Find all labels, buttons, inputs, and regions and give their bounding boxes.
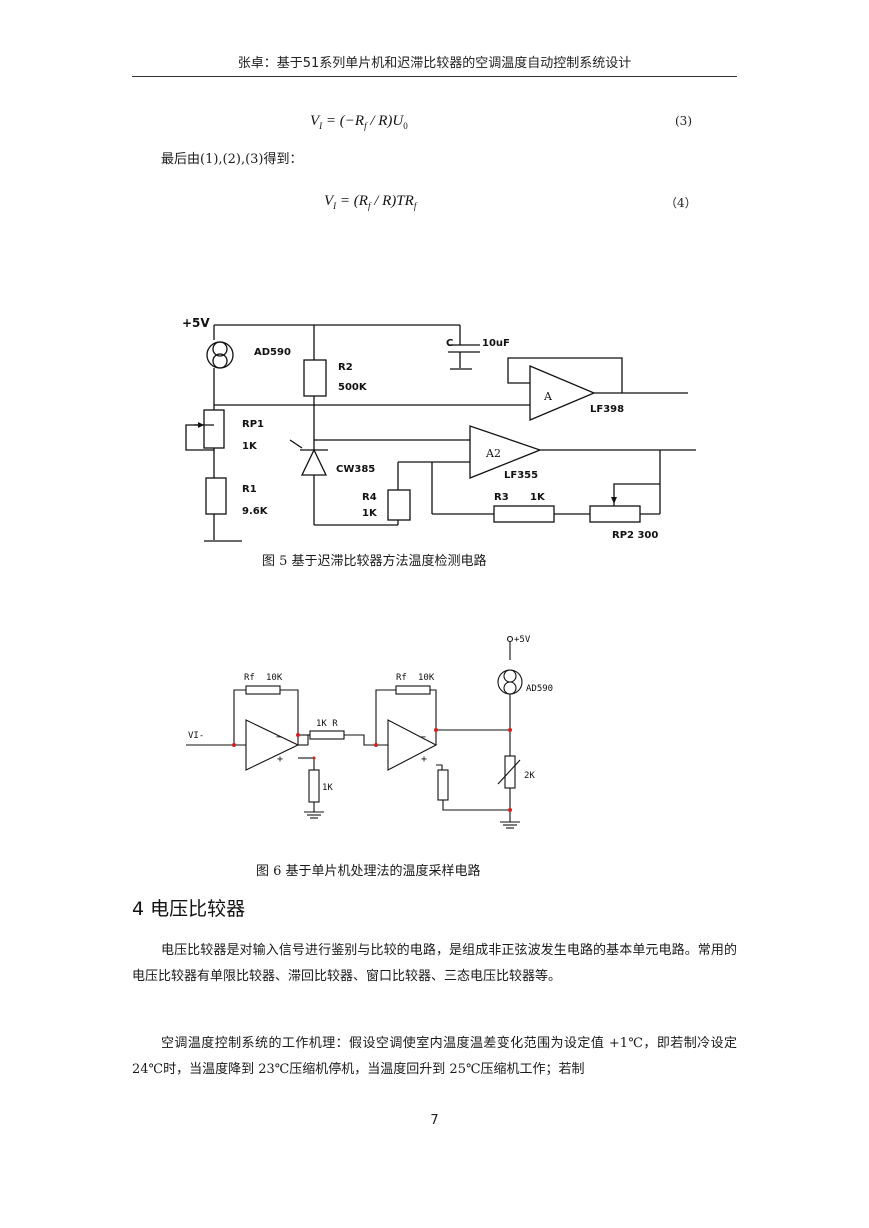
fig5-label-cap-value: 10uF bbox=[482, 338, 510, 349]
figure5-circuit: +5V AD590 RP1 1K R1 9.6K R2 500K C 10uF … bbox=[182, 316, 696, 542]
equation-4-number: （4） bbox=[665, 196, 697, 210]
fig5-label-r1-value: 9.6K bbox=[242, 506, 269, 517]
fig5-label-amp-a-part: LF398 bbox=[590, 404, 624, 415]
fig6-label-sensor: AD590 bbox=[526, 684, 553, 694]
fig5-label-r2-value: 500K bbox=[338, 382, 368, 393]
fig6-label-rf2: Rf bbox=[396, 673, 407, 683]
equation-3-number: (3) bbox=[675, 114, 692, 128]
fig6-label-rf2-value: 10K bbox=[418, 673, 435, 683]
fig6-sign-minus-1: − bbox=[276, 732, 282, 743]
fig5-label-cap: C bbox=[446, 338, 453, 349]
figure6-circuit: +5V AD590 VI- Rf 10K Rf 10K 1K R 1K 2K −… bbox=[186, 635, 553, 829]
fig6-sign-plus-1: + bbox=[277, 754, 283, 765]
fig5-label-rp2: RP2 300 bbox=[612, 530, 658, 541]
fig5-label-r3-value: 1K bbox=[530, 492, 546, 503]
paragraph-1: 电压比较器是对输入信号进行鉴别与比较的电路，是组成非正弦波发生电路的基本单元电路… bbox=[132, 943, 737, 984]
fig5-label-supply: +5V bbox=[182, 316, 210, 330]
fig6-label-r-series: 1K R bbox=[316, 719, 338, 729]
fig6-sign-plus-2: + bbox=[421, 754, 427, 765]
fig6-sign-minus-2: − bbox=[420, 732, 426, 743]
fig5-label-r2: R2 bbox=[338, 362, 353, 373]
fig6-label-r-ground: 1K bbox=[322, 783, 333, 793]
fig6-label-rf1-value: 10K bbox=[266, 673, 283, 683]
equation-4: VI = (Rf / R)TRf bbox=[324, 193, 417, 211]
fig5-label-amp-a: A bbox=[543, 390, 553, 403]
fig6-label-supply: +5V bbox=[514, 635, 531, 645]
fig5-label-zener: CW385 bbox=[336, 464, 375, 475]
paragraph-2: 空调温度控制系统的工作机理：假设空调使室内温度温差变化范围为设定值 +1℃，即若… bbox=[132, 1036, 737, 1077]
intro-sentence: 最后由(1),(2),(3)得到： bbox=[161, 152, 303, 167]
fig5-label-r1: R1 bbox=[242, 484, 257, 495]
running-header: 张卓：基于51系列单片机和迟滞比较器的空调温度自动控制系统设计 bbox=[237, 56, 632, 71]
fig5-label-rp1: RP1 bbox=[242, 419, 264, 430]
figure5-caption: 图 5 基于迟滞比较器方法温度检测电路 bbox=[262, 554, 487, 569]
fig5-label-r3: R3 bbox=[494, 492, 509, 503]
fig5-label-amp-a2-part: LF355 bbox=[504, 470, 538, 481]
figure6-caption: 图 6 基于单片机处理法的温度采样电路 bbox=[256, 864, 481, 879]
fig6-label-rf1: Rf bbox=[244, 673, 255, 683]
fig6-label-pot: 2K bbox=[524, 771, 535, 781]
section-title: 4 电压比较器 bbox=[132, 898, 246, 920]
fig5-label-sensor: AD590 bbox=[254, 347, 291, 358]
fig5-label-r4: R4 bbox=[362, 492, 377, 503]
fig6-label-input: VI- bbox=[188, 731, 204, 741]
page-number: 7 bbox=[430, 1113, 439, 1128]
fig5-label-rp1-value: 1K bbox=[242, 441, 258, 452]
fig5-label-r4-value: 1K bbox=[362, 508, 378, 519]
equation-3: VI = (−Rf / R)U0 bbox=[310, 113, 408, 131]
fig5-label-amp-a2: A2 bbox=[485, 447, 501, 460]
header-rule bbox=[132, 76, 737, 77]
